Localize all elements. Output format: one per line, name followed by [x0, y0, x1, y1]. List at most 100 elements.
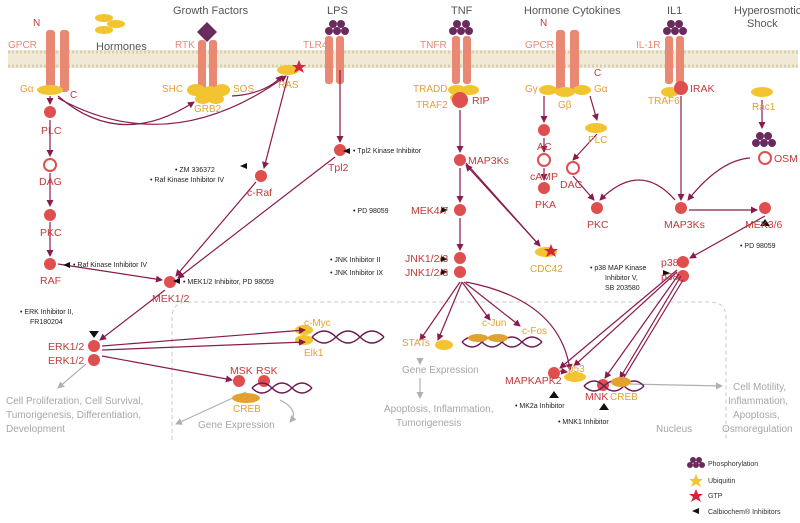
- rsk-label: RSK: [256, 365, 278, 377]
- stats-label: STATs: [402, 338, 430, 349]
- receptor-labels: GPCR RTK TLR4 TNFR GPCR IL-1R: [8, 40, 660, 51]
- outcome-right-line3: Apoptosis,: [733, 410, 780, 421]
- gene-expression-mid: Gene Expression: [402, 365, 479, 376]
- gpcr-right-label: GPCR: [525, 40, 554, 51]
- jnk-top-label: JNK1/2/3: [405, 253, 448, 265]
- outcome-right-line4: Osmoregulation: [722, 424, 793, 435]
- p38-inhibitor-line1: • p38 MAP Kinase: [590, 265, 647, 272]
- p38-inhibitor-line2: Inhibitor V,: [605, 275, 638, 282]
- outcome-labels: Cell Proliferation, Cell Survival, Tumor…: [6, 365, 793, 435]
- craf-label: c-Raf: [247, 187, 272, 199]
- hormone-cytokines-title: Hormone Cytokines: [524, 5, 621, 17]
- ras-label: RAS: [278, 80, 299, 91]
- il1r-label: IL-1R: [636, 40, 660, 51]
- nucleus-boundary: [171, 301, 727, 440]
- gene-expression-left: Gene Expression: [198, 420, 275, 431]
- hyperosmotic-title: Hyperosmotic: [734, 5, 800, 17]
- hormones-label: Hormones: [96, 41, 147, 53]
- raf-kinase-inhibitor-iv: • Raf Kinase Inhibitor IV: [73, 262, 147, 269]
- plc-left-label: PLC: [41, 125, 62, 137]
- mek12-inhibitor: • MEK1/2 Inhibitor, PD 98059: [183, 279, 274, 286]
- ac-label: AC: [537, 141, 552, 153]
- rac1-label: Rac1: [752, 102, 776, 113]
- outcome-left-line2: Tumorigenesis, Differentiation,: [6, 410, 141, 421]
- irak-label: IRAK: [690, 83, 715, 95]
- tnfr-label: TNFR: [420, 40, 447, 51]
- lps-title: LPS: [327, 5, 348, 17]
- dag-right-label: DAG: [560, 179, 583, 191]
- map3ks-il1-label: MAP3Ks: [664, 219, 705, 231]
- zm336372-inhibitor: • ZM 336372: [175, 167, 215, 174]
- mnk1-inhibitor: • MNK1 Inhibitor: [558, 419, 609, 426]
- ligand-clusters: [325, 20, 776, 147]
- erk-inhibitor-line2: FR180204: [30, 319, 63, 326]
- rtk-receptor: [197, 22, 217, 90]
- erk12-bottom-label: ERK1/2: [48, 355, 84, 367]
- legend-gtp: GTP: [708, 493, 723, 500]
- mk2a-inhibitor: • MK2a Inhibitor: [515, 403, 565, 410]
- erk-inhibitor-line1: • ERK Inhibitor II,: [20, 309, 73, 316]
- outcome-right-line2: Inflammation,: [728, 396, 788, 407]
- jnk-bottom-label: JNK1/2/3: [405, 267, 448, 279]
- tlr4-label: TLR4: [303, 40, 328, 51]
- sos-label: SOS: [233, 84, 254, 95]
- jnk-inhibitor-ix: • JNK Inhibitor IX: [330, 270, 383, 277]
- traf6-label: TRAF6: [648, 96, 680, 107]
- header-labels: Growth Factors LPS TNF Hormone Cytokines…: [96, 5, 800, 53]
- mek47-label: MEK4/7: [411, 205, 449, 217]
- legend-inhibitors: Calbiochem® Inhibitors: [708, 508, 781, 516]
- pka-label: PKA: [535, 199, 556, 211]
- rtk-label: RTK: [175, 40, 195, 51]
- jnk-inhibitor-ii: • JNK Inhibitor II: [330, 257, 380, 264]
- signaling-nodes: [44, 81, 771, 391]
- elk1-label: Elk1: [304, 348, 324, 359]
- galpha-right-label: Gα: [594, 84, 608, 95]
- transcription-factors: [232, 334, 631, 403]
- adaptor-proteins: [37, 65, 773, 382]
- cmyc-label: c-Myc: [304, 318, 331, 329]
- tnf-title: TNF: [451, 5, 473, 17]
- osm-label: OSM: [774, 153, 798, 165]
- hormone-ligands: [95, 14, 125, 34]
- mek12-label: MEK1/2: [152, 293, 190, 305]
- creb-right-label: CREB: [610, 392, 638, 403]
- adaptor-labels: Gα SHC GRB2 SOS RAS TRADD TRAF2 Gγ Gβ Gα…: [20, 80, 776, 415]
- legend-phosphorylation: Phosphorylation: [708, 461, 758, 468]
- grb2-label: GRB2: [194, 104, 222, 115]
- pkc-right-label: PKC: [587, 219, 609, 231]
- plc-right-label: PLC: [588, 135, 607, 146]
- n-terminal-left: N: [33, 18, 40, 29]
- cfos-label: c-Fos: [522, 326, 547, 337]
- tradd-label: TRADD: [413, 84, 447, 95]
- pathway-arrows: [46, 70, 766, 385]
- legend: Phosphorylation Ubiquitin GTP Calbiochem…: [708, 461, 781, 516]
- second-messengers: [43, 151, 772, 175]
- terminal-labels: N C N C: [33, 18, 601, 101]
- gpcr-receptor-right: [556, 30, 579, 92]
- inhibitor-labels: • ZM 336372 • Raf Kinase Inhibitor IV • …: [20, 148, 776, 426]
- ggamma-label: Gγ: [525, 84, 538, 95]
- growth-factors-title: Growth Factors: [173, 5, 249, 17]
- cjun-label: c-Jun: [482, 318, 506, 329]
- pkc-left-label: PKC: [40, 227, 62, 239]
- cdc42-gtp-star: [544, 244, 558, 257]
- outcome-mid-line2: Tumorigenesis: [396, 418, 461, 429]
- erk12-top-label: ERK1/2: [48, 341, 84, 353]
- raf-kinase-inhibitor-iv-top: • Raf Kinase Inhibitor IV: [150, 177, 224, 184]
- n-terminal-right: N: [540, 18, 547, 29]
- outcome-right-line1: Cell Motility,: [733, 382, 786, 393]
- camp-label: cAMP: [530, 171, 558, 183]
- shc-label: SHC: [162, 84, 183, 95]
- cdc42-label: CDC42: [530, 264, 563, 275]
- legend-symbols: [687, 457, 705, 514]
- il1r-receptor: [665, 36, 684, 84]
- shock-title: Shock: [747, 18, 778, 30]
- galpha-left-label: Gα: [20, 84, 34, 95]
- kinase-labels: PLC DAG PKC RAF c-Raf MEK1/2 ERK1/2 ERK1…: [39, 83, 798, 403]
- raf-label: RAF: [40, 275, 61, 287]
- p38-top-label: p38: [661, 257, 679, 269]
- tnfr-receptor: [452, 36, 471, 84]
- dag-left-label: DAG: [39, 176, 62, 188]
